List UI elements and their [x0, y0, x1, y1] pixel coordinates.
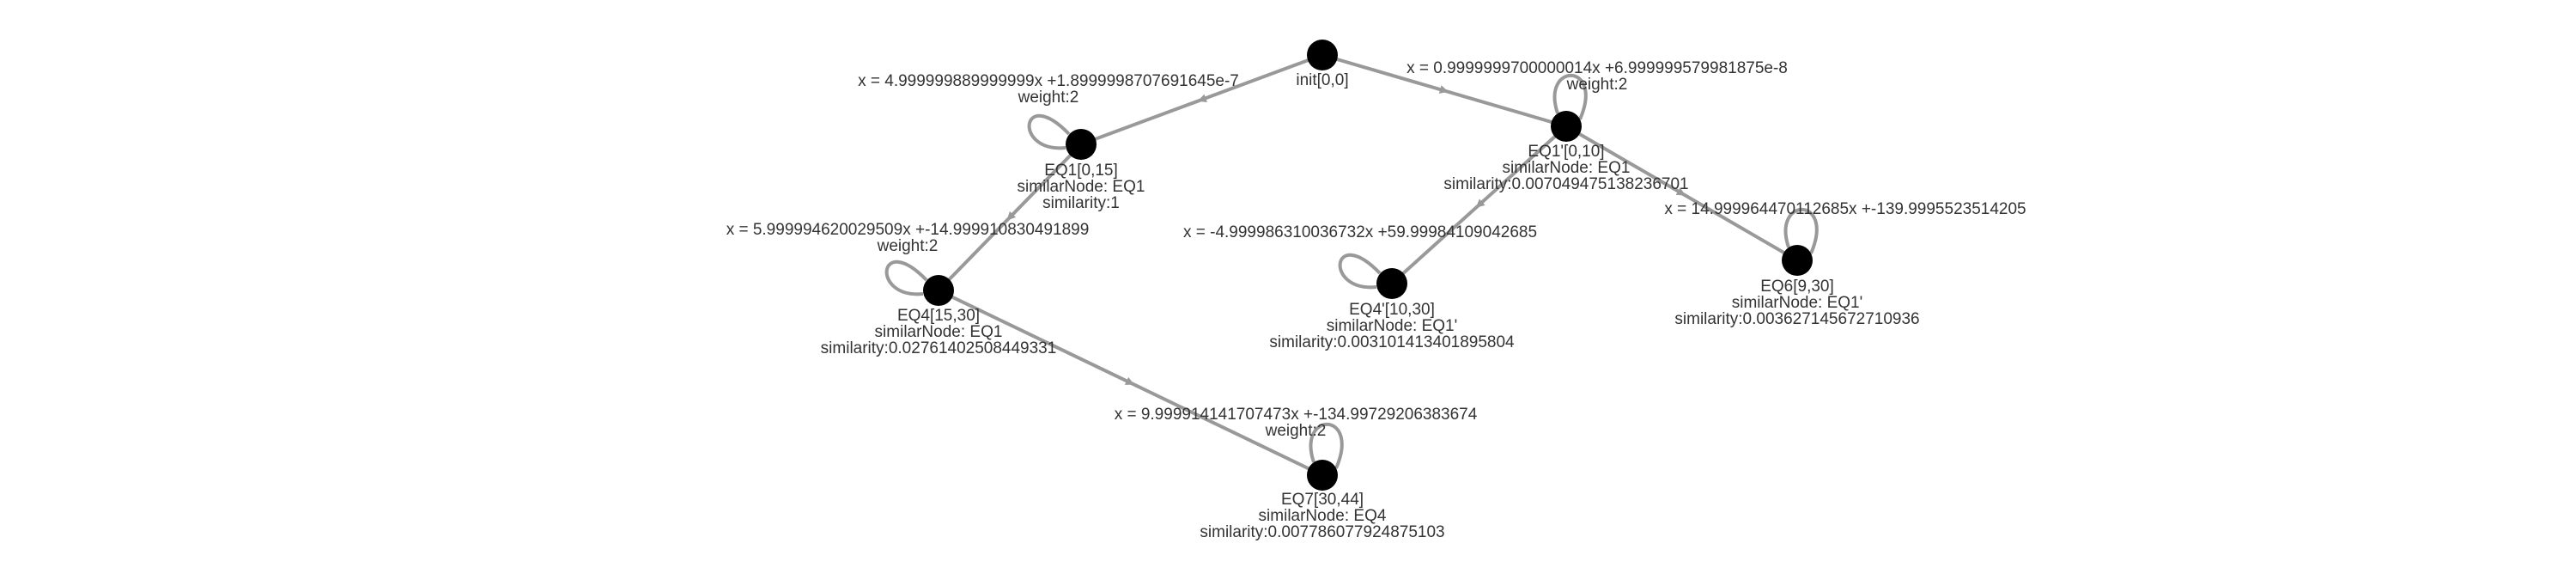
node-EQ1p[interactable]	[1551, 111, 1582, 142]
node-similar-node-text: similarNode: EQ1	[1503, 159, 1631, 177]
node-similarity-text: similarity:1	[1042, 194, 1120, 212]
self-loop-EQ4	[884, 259, 928, 296]
node-similarity-text: similarity:0.02761402508449331	[821, 339, 1057, 357]
node-name-text: EQ1[0,15]	[1044, 162, 1118, 180]
node-init[interactable]	[1307, 40, 1338, 70]
self-loop-EQ6	[1783, 207, 1819, 254]
loop-equation-text: x = 0.9999999700000014x +6.9999995799818…	[1406, 59, 1788, 77]
edge-arrowhead-EQ1-EQ4	[1006, 211, 1017, 221]
self-loop-label-EQ1: x = 4.999999889999999x +1.89999987076916…	[858, 72, 1239, 107]
self-loop-EQ1	[1027, 113, 1071, 150]
node-label-EQ6: EQ6[9,30]similarNode: EQ1'similarity:0.0…	[1674, 278, 1919, 328]
node-similarity-text: similarity:0.007049475138236701	[1443, 175, 1688, 193]
self-loop-label-EQ4: x = 5.999994620029509x +-14.999910830491…	[726, 221, 1090, 255]
node-name-text: init[0,0]	[1296, 71, 1348, 89]
node-similar-node-text: similarNode: EQ1'	[1327, 317, 1458, 335]
node-name-text: EQ7[30,44]	[1281, 491, 1364, 509]
node-similar-node-text: similarNode: EQ1	[875, 323, 1003, 341]
self-loop-label-EQ1p: x = 0.9999999700000014x +6.9999995799818…	[1406, 59, 1788, 94]
edges-layer	[937, 53, 1799, 477]
node-similarity-text: similarity:0.003627145672710936	[1674, 310, 1919, 328]
node-similar-node-text: similarNode: EQ1	[1018, 178, 1145, 196]
node-name-text: EQ6[9,30]	[1760, 278, 1834, 296]
self-loop-EQ1p	[1552, 73, 1588, 120]
labels-layer: x = 4.999999889999999x +1.89999987076916…	[726, 59, 2026, 541]
loop-weight-text: weight:2	[1018, 89, 1079, 107]
nodes-layer	[923, 40, 1813, 491]
loop-equation-text: x = 9.999914141707473x +-134.99729206383…	[1115, 406, 1478, 424]
loop-equation-text: x = 5.999994620029509x +-14.999910830491…	[726, 221, 1090, 239]
node-name-text: EQ1'[0,10]	[1528, 143, 1604, 161]
node-label-EQ4p: EQ4'[10,30]similarNode: EQ1'similarity:0…	[1269, 301, 1515, 351]
loop-weight-text: weight:2	[877, 237, 939, 255]
node-label-init: init[0,0]	[1296, 71, 1348, 89]
node-similarity-text: similarity:0.007786077924875103	[1200, 523, 1444, 541]
node-name-text: EQ4[15,30]	[897, 307, 980, 325]
node-similarity-text: similarity:0.003101413401895804	[1269, 333, 1515, 351]
edge-arrowhead-EQ1p-EQ6	[1675, 187, 1686, 196]
node-EQ6[interactable]	[1782, 245, 1813, 276]
self-loop-EQ4p	[1338, 253, 1382, 290]
node-EQ4[interactable]	[923, 275, 954, 306]
loop-equation-text: x = -4.999986310036732x +59.999841090426…	[1183, 223, 1537, 241]
edge-arrowhead-EQ4-EQ7	[1124, 376, 1135, 385]
node-EQ4p[interactable]	[1376, 268, 1407, 299]
node-EQ7[interactable]	[1307, 460, 1338, 491]
edge-arrowhead-init-EQ1	[1197, 94, 1207, 102]
node-similar-node-text: similarNode: EQ1'	[1732, 294, 1863, 312]
node-EQ1[interactable]	[1066, 129, 1097, 160]
self-loop-label-EQ7: x = 9.999914141707473x +-134.99729206383…	[1115, 406, 1478, 440]
self-loops-layer	[884, 73, 1819, 469]
node-name-text: EQ4'[10,30]	[1349, 301, 1435, 319]
loop-weight-text: weight:2	[1566, 76, 1628, 94]
self-loop-EQ7	[1309, 422, 1344, 469]
edge-arrowhead-init-EQ1p	[1438, 85, 1449, 94]
loop-equation-text: x = 14.999964470112685x +-139.9995523514…	[1664, 200, 2026, 218]
loop-weight-text: weight:2	[1265, 422, 1327, 440]
node-similar-node-text: similarNode: EQ4	[1259, 507, 1387, 525]
self-loop-label-EQ4p: x = -4.999986310036732x +59.999841090426…	[1183, 223, 1537, 241]
edge-arrowhead-EQ1p-EQ4p	[1475, 198, 1485, 208]
self-loop-label-EQ6: x = 14.999964470112685x +-139.9995523514…	[1664, 200, 2026, 218]
loop-equation-text: x = 4.999999889999999x +1.89999987076916…	[858, 72, 1239, 90]
